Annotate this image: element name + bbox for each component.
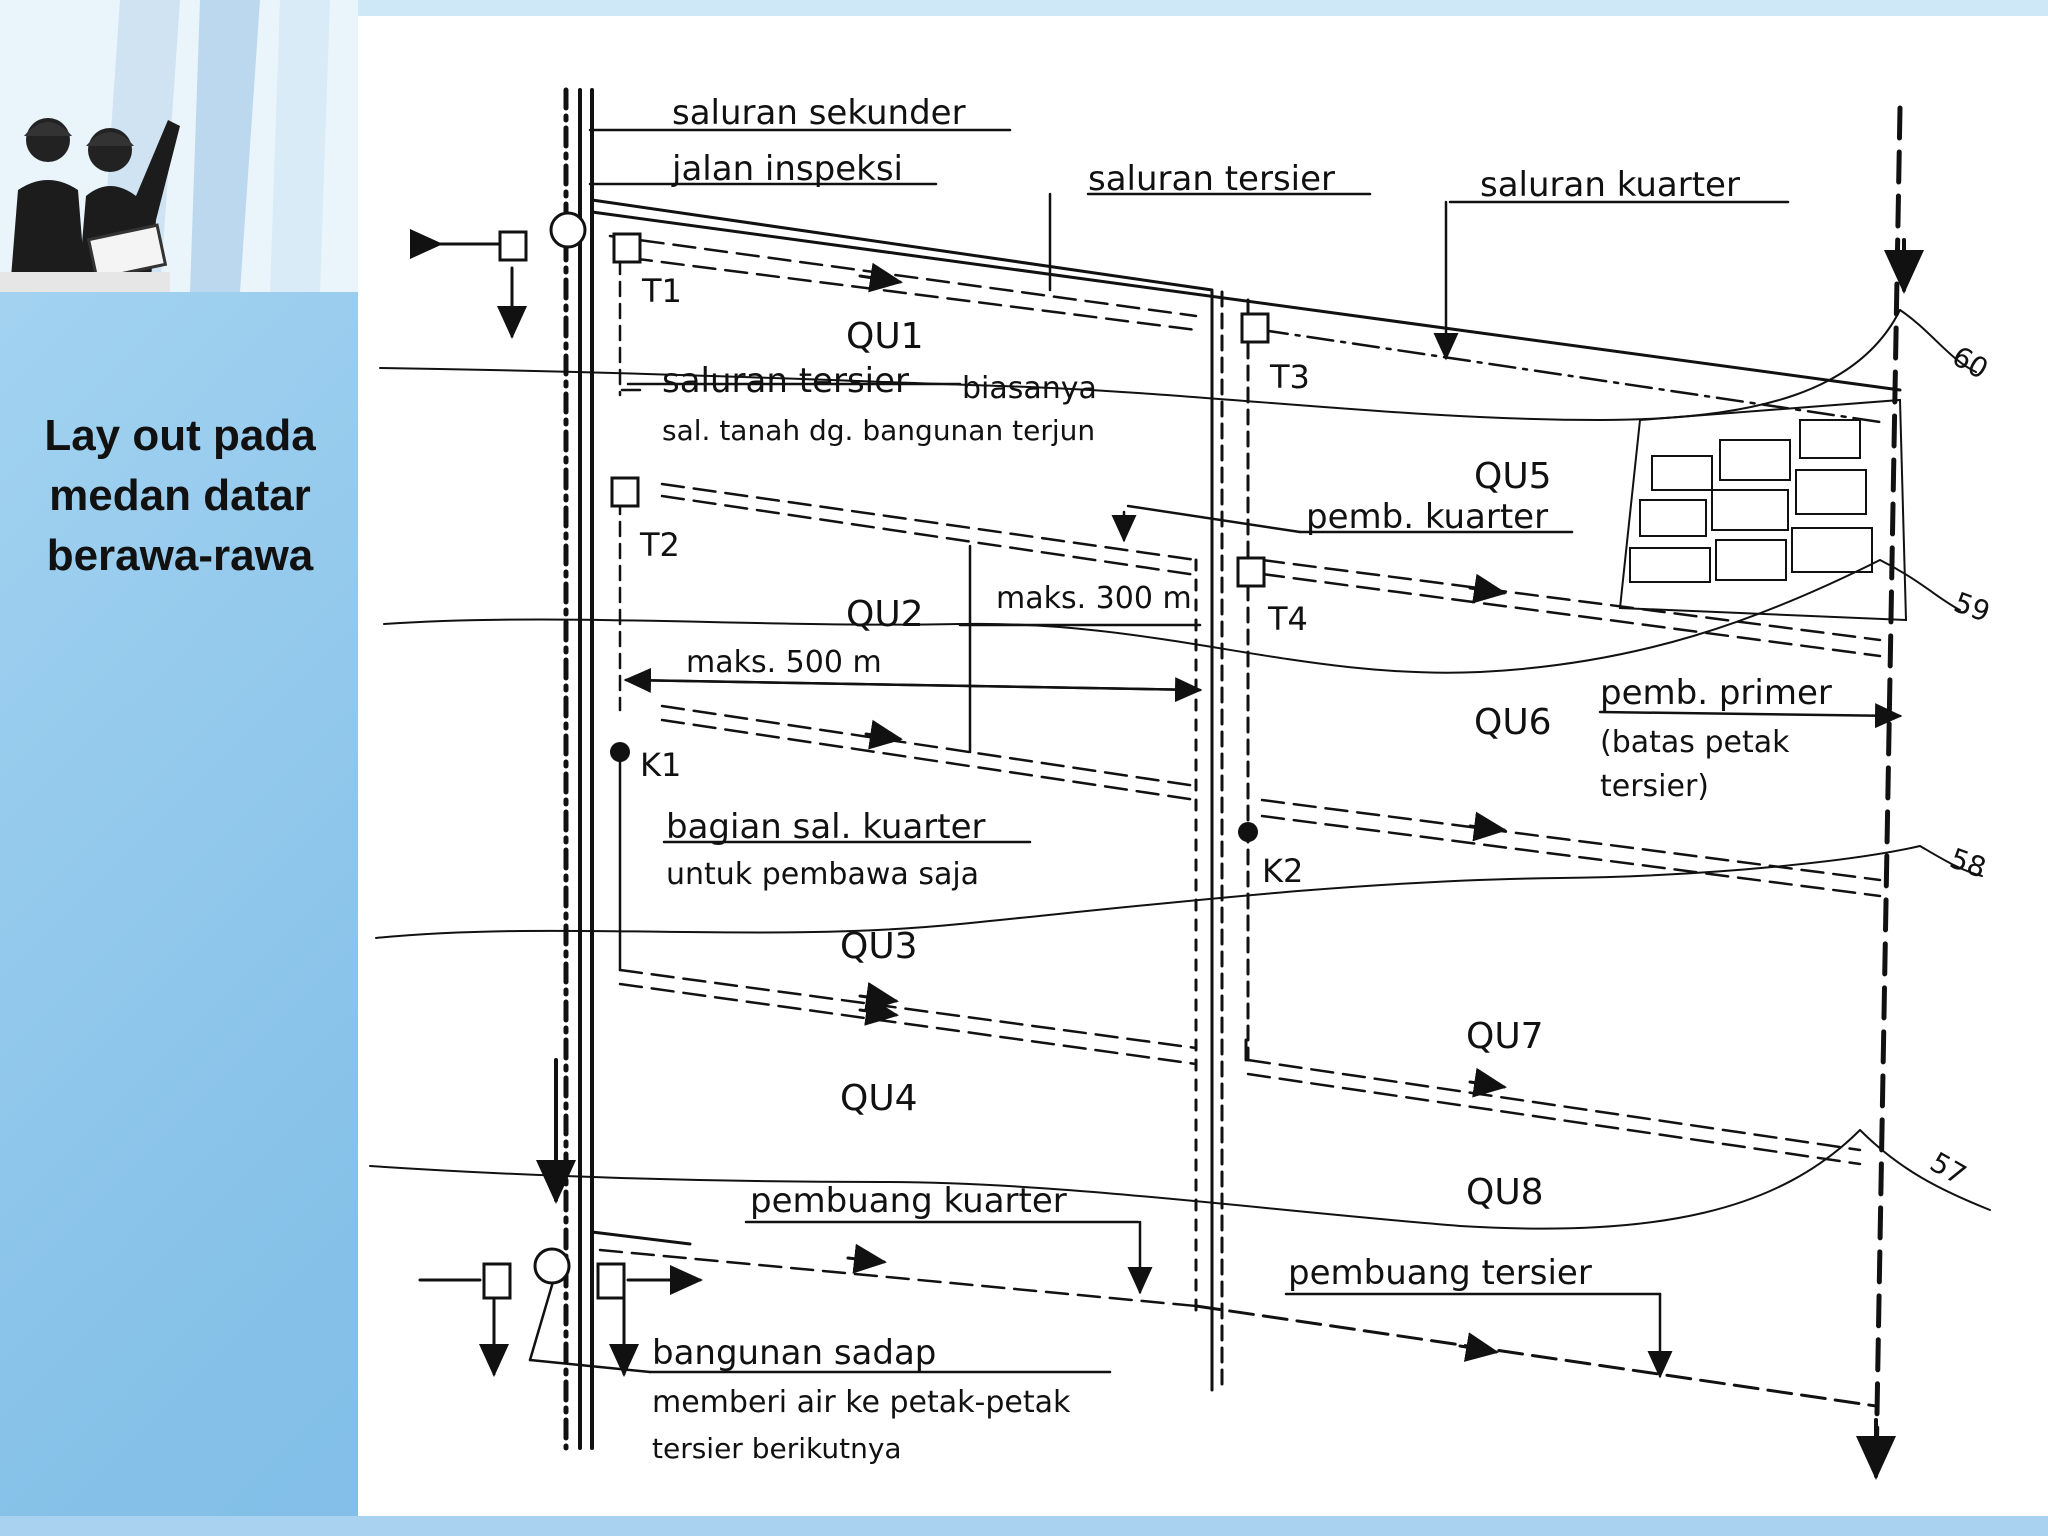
swamp-hatch — [1618, 398, 1908, 622]
contour-lines — [369, 309, 1991, 1230]
label-bangunan-sadap: bangunan sadap — [652, 1333, 936, 1373]
contour-label-59: 59 — [1950, 586, 1995, 629]
unit-label-qu7: QU7 — [1466, 1016, 1544, 1057]
offtake-structures — [410, 229, 703, 1377]
engineers-illustration — [0, 0, 358, 292]
unit-label-qu5: QU5 — [1474, 456, 1552, 497]
box-t3 — [1240, 312, 1270, 344]
slide-title: Lay out pada medan datar berawa-rawa — [8, 406, 352, 586]
offtake-box-bottom-left — [482, 1262, 512, 1300]
box-t2 — [610, 476, 640, 508]
label-batas-petak: (batas petak — [1600, 725, 1790, 760]
label-saluran-kuarter: saluran kuarter — [1480, 165, 1740, 205]
dimension-lines — [623, 510, 1203, 754]
secondary-canal — [536, 87, 594, 1451]
bottom-drains — [590, 1230, 1878, 1408]
unit-label-qu4: QU4 — [840, 1078, 918, 1119]
label-saluran-tersier-2: saluran tersier — [662, 361, 909, 401]
label-pembuang-kuarter: pembuang kuarter — [750, 1181, 1067, 1221]
division-structure-bottom — [533, 1247, 571, 1285]
label-saluran-tersier: saluran tersier — [1088, 159, 1335, 199]
unit-label-qu3: QU3 — [840, 926, 918, 967]
box-t1 — [612, 232, 642, 264]
node-label-t3: T3 — [1269, 358, 1310, 396]
unit-label-qu2: QU2 — [846, 594, 924, 635]
label-memberi-air: memberi air ke petak-petak — [652, 1385, 1071, 1420]
node-k2-dot — [1238, 822, 1258, 842]
unit-label-qu6: QU6 — [1474, 702, 1552, 743]
label-tersier-berikutnya: tersier berikutnya — [652, 1432, 902, 1465]
slide-title-line-1: Lay out pada — [44, 411, 316, 460]
quarter-canals-right — [1246, 558, 1882, 1166]
label-bagian-sal: bagian sal. kuarter — [666, 807, 986, 847]
offtake-box-top-left — [498, 230, 528, 262]
label-jalan-inspeksi: jalan inspeksi — [671, 149, 903, 189]
contour-label-58: 58 — [1946, 842, 1991, 885]
primary-drain — [1856, 105, 1924, 1480]
label-biasanya: biasanya — [962, 371, 1097, 406]
bottom-band — [0, 1516, 2048, 1536]
top-strip — [0, 0, 2048, 16]
diagram-panel — [358, 16, 2048, 1516]
tertiary-canal-top — [590, 198, 1902, 424]
offtake-box-bottom-right — [596, 1262, 626, 1300]
label-pembuang-tersier: pembuang tersier — [1288, 1253, 1592, 1293]
contour-label-57: 57 — [1925, 1145, 1972, 1191]
engineers-icon — [0, 0, 330, 292]
quarter-canals-left — [618, 236, 1198, 1066]
label-pemb-kuarter: pemb. kuarter — [1306, 497, 1548, 537]
label-saluran-sekunder: saluran sekunder — [672, 93, 966, 133]
label-pemb-primer: pemb. primer — [1600, 673, 1832, 713]
label-tersier-close: tersier) — [1600, 769, 1709, 804]
label-sal-tanah: sal. tanah dg. bangunan terjun — [662, 414, 1095, 447]
structure-boxes — [482, 211, 1270, 1300]
node-k1-dot — [610, 742, 630, 762]
label-leaders — [528, 128, 1903, 1379]
slide-title-line-2: medan datar — [49, 471, 311, 520]
label-maks-300: maks. 300 m — [996, 581, 1192, 616]
unit-label-qu8: QU8 — [1466, 1172, 1544, 1213]
unit-label-qu1: QU1 — [846, 316, 924, 357]
tertiary-canal-vertical — [1194, 290, 1250, 1392]
box-t4 — [1236, 556, 1266, 588]
label-maks-500: maks. 500 m — [686, 645, 882, 680]
node-label-k1: K1 — [640, 746, 681, 784]
node-label-t1: T1 — [641, 272, 682, 310]
label-untuk-pembawa: untuk pembawa saja — [666, 857, 979, 892]
contour-label-60: 60 — [1947, 339, 1994, 385]
node-label-t4: T4 — [1267, 600, 1308, 638]
node-label-k2: K2 — [1262, 852, 1303, 890]
division-structure-top — [549, 211, 587, 249]
node-label-t2: T2 — [639, 526, 680, 564]
slide-title-line-3: berawa-rawa — [46, 531, 314, 580]
